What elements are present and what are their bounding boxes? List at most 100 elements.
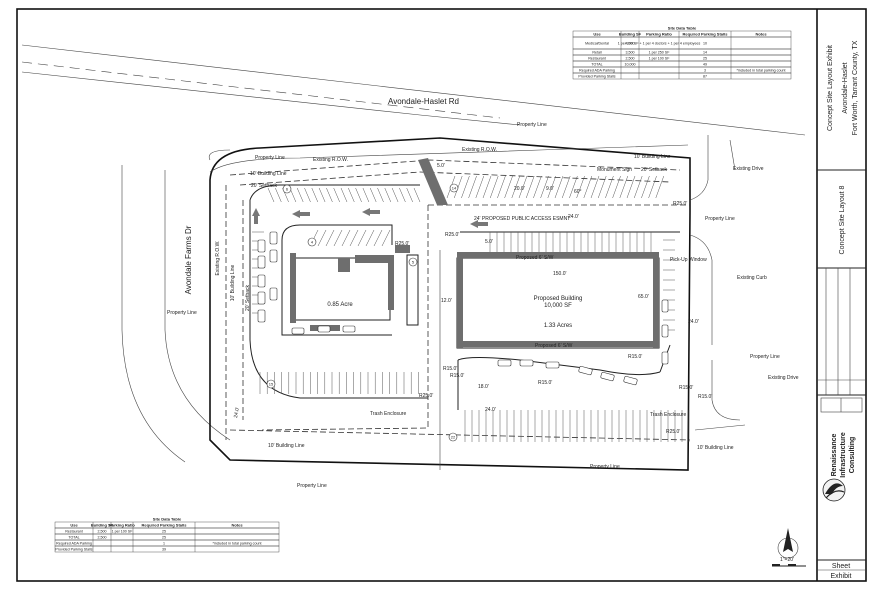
car: [257, 239, 266, 253]
label-building-line-ne: 10' Building Line: [634, 154, 671, 160]
parking-stall-line: [655, 175, 665, 199]
table-cell: Provided Parking Stalls: [578, 74, 615, 78]
stall-count-label: 4: [311, 240, 314, 245]
label-proposed-sw-bottom: Proposed 6' S/W: [535, 343, 573, 349]
label-existing-row-1: Existing R.O.W.: [313, 157, 348, 163]
dim-18: 18.0': [478, 384, 489, 390]
parking-stall-line: [384, 187, 392, 203]
curb-west-lot: [249, 184, 420, 201]
parking-stall-line: [365, 229, 375, 247]
parking-stall-line: [569, 175, 578, 199]
label-property-line-sw: Property Line: [297, 483, 327, 489]
sheet-label: Sheet: [832, 563, 850, 570]
parking-stall-line: [504, 175, 513, 199]
table-cell: 39: [162, 547, 166, 551]
parking-stall-line: [576, 175, 585, 199]
existing-row-line: [209, 144, 689, 173]
table-row: [54, 545, 280, 553]
label-property-line-e: Property Line: [705, 216, 735, 222]
label-setback-ne: 20' Setback: [641, 167, 667, 173]
parking-stall-line: [348, 187, 355, 203]
table-cell: Medical/Dental: [585, 41, 609, 45]
table-row: [572, 48, 792, 56]
label-property-line-nw: Property Line: [255, 155, 285, 161]
table-cell: Restaurant: [588, 56, 606, 60]
parking-stall-line: [381, 229, 391, 247]
table-cell: Required ADA Parking: [579, 68, 615, 72]
table-cell: 25: [703, 56, 707, 60]
table-cell: 1: [163, 541, 165, 545]
label-lot-acres: 1.33 Acres: [544, 323, 572, 329]
parking-stall-line: [597, 175, 607, 199]
table-title: Site Data Table: [668, 26, 697, 31]
parking-stall-line: [318, 187, 326, 203]
dim-r15-5: R15.0': [538, 380, 552, 386]
parking-stall-line: [333, 187, 340, 203]
parking-stall-line: [340, 187, 348, 203]
dim-r25-2: R25.0': [445, 232, 459, 238]
label-monument-sign: Monument Sign: [597, 167, 632, 173]
parking-stalls: [252, 175, 690, 442]
label-public-access: 24' PROPOSED PUBLIC ACCESS ESMNT: [474, 216, 570, 222]
parking-stall-line: [391, 187, 399, 203]
car: [519, 359, 534, 367]
table-cell: Required ADA Parking: [56, 541, 92, 545]
dim-r15-1: R15.0': [628, 354, 642, 360]
table-cell: Required Parking Stalls: [683, 31, 729, 36]
driveway-hatch-north: [418, 158, 448, 205]
curb-inner-west-south: [281, 240, 392, 336]
proposed-building-west: [290, 245, 410, 331]
label-proposed-sw-top: Proposed 6' S/W: [516, 255, 554, 261]
title-block-project: Avondale-Haslet: [842, 62, 849, 113]
label-property-line-w: Property Line: [167, 310, 197, 316]
info-grid: [820, 397, 863, 413]
parking-stall-line: [641, 175, 650, 199]
car: [578, 366, 593, 376]
table-cell: 1 per 100 SF: [649, 56, 671, 60]
parking-stall-line: [377, 187, 384, 203]
title-block-location: Fort Worth, Tarrant County, TX: [852, 40, 859, 135]
parking-stall-line: [267, 187, 275, 203]
dim-24-west: 24.0': [233, 407, 241, 419]
company-name-2: Infrastructure: [840, 432, 847, 478]
company-name-3: Consulting: [849, 437, 856, 474]
parking-stall-line: [453, 175, 463, 199]
stall-count-label: 5: [412, 260, 415, 265]
label-building-line-sw: 10' Building Line: [268, 443, 305, 449]
table-cell: 3: [704, 68, 706, 72]
table-cell: 4,000: [626, 41, 635, 45]
label-trash-enclosure-e: Trash Enclosure: [650, 412, 686, 418]
road-name-north: Avondale-Haslet Rd: [388, 97, 459, 106]
stall-count-circle: [408, 257, 418, 267]
parking-stall-line: [547, 175, 557, 199]
table-cell: Provided Parking Stalls: [55, 547, 92, 551]
table-cell: Parking Ratio: [109, 522, 135, 527]
dim-9: 9.0': [546, 186, 554, 192]
stall-count-label: 15: [269, 382, 274, 387]
dim-5-esmt: 5.0': [485, 239, 493, 245]
table-cell: 14: [703, 50, 707, 54]
car: [291, 327, 305, 335]
dim-150: 150.0': [553, 271, 567, 277]
parking-stall-line: [369, 187, 377, 203]
parking-stall-line: [648, 175, 657, 199]
car: [497, 359, 512, 367]
parking-stall-line: [349, 229, 359, 247]
stall-count-circle: [307, 237, 317, 247]
car: [269, 249, 278, 263]
north-arrow: [772, 528, 806, 567]
stall-count-circle: [448, 432, 458, 442]
parking-stall-line: [275, 187, 282, 203]
parking-stall-line: [626, 175, 636, 199]
parking-stall-line: [413, 187, 421, 203]
parking-stall-line: [533, 175, 542, 199]
parked-cars: [257, 231, 669, 386]
table-row: [572, 72, 792, 80]
label-existing-drive-ne: Existing Drive: [733, 166, 764, 172]
car: [257, 274, 266, 288]
parking-stall-line: [406, 187, 413, 203]
dim-65: 65.0': [638, 294, 649, 300]
dim-12: 12.0': [441, 298, 452, 304]
